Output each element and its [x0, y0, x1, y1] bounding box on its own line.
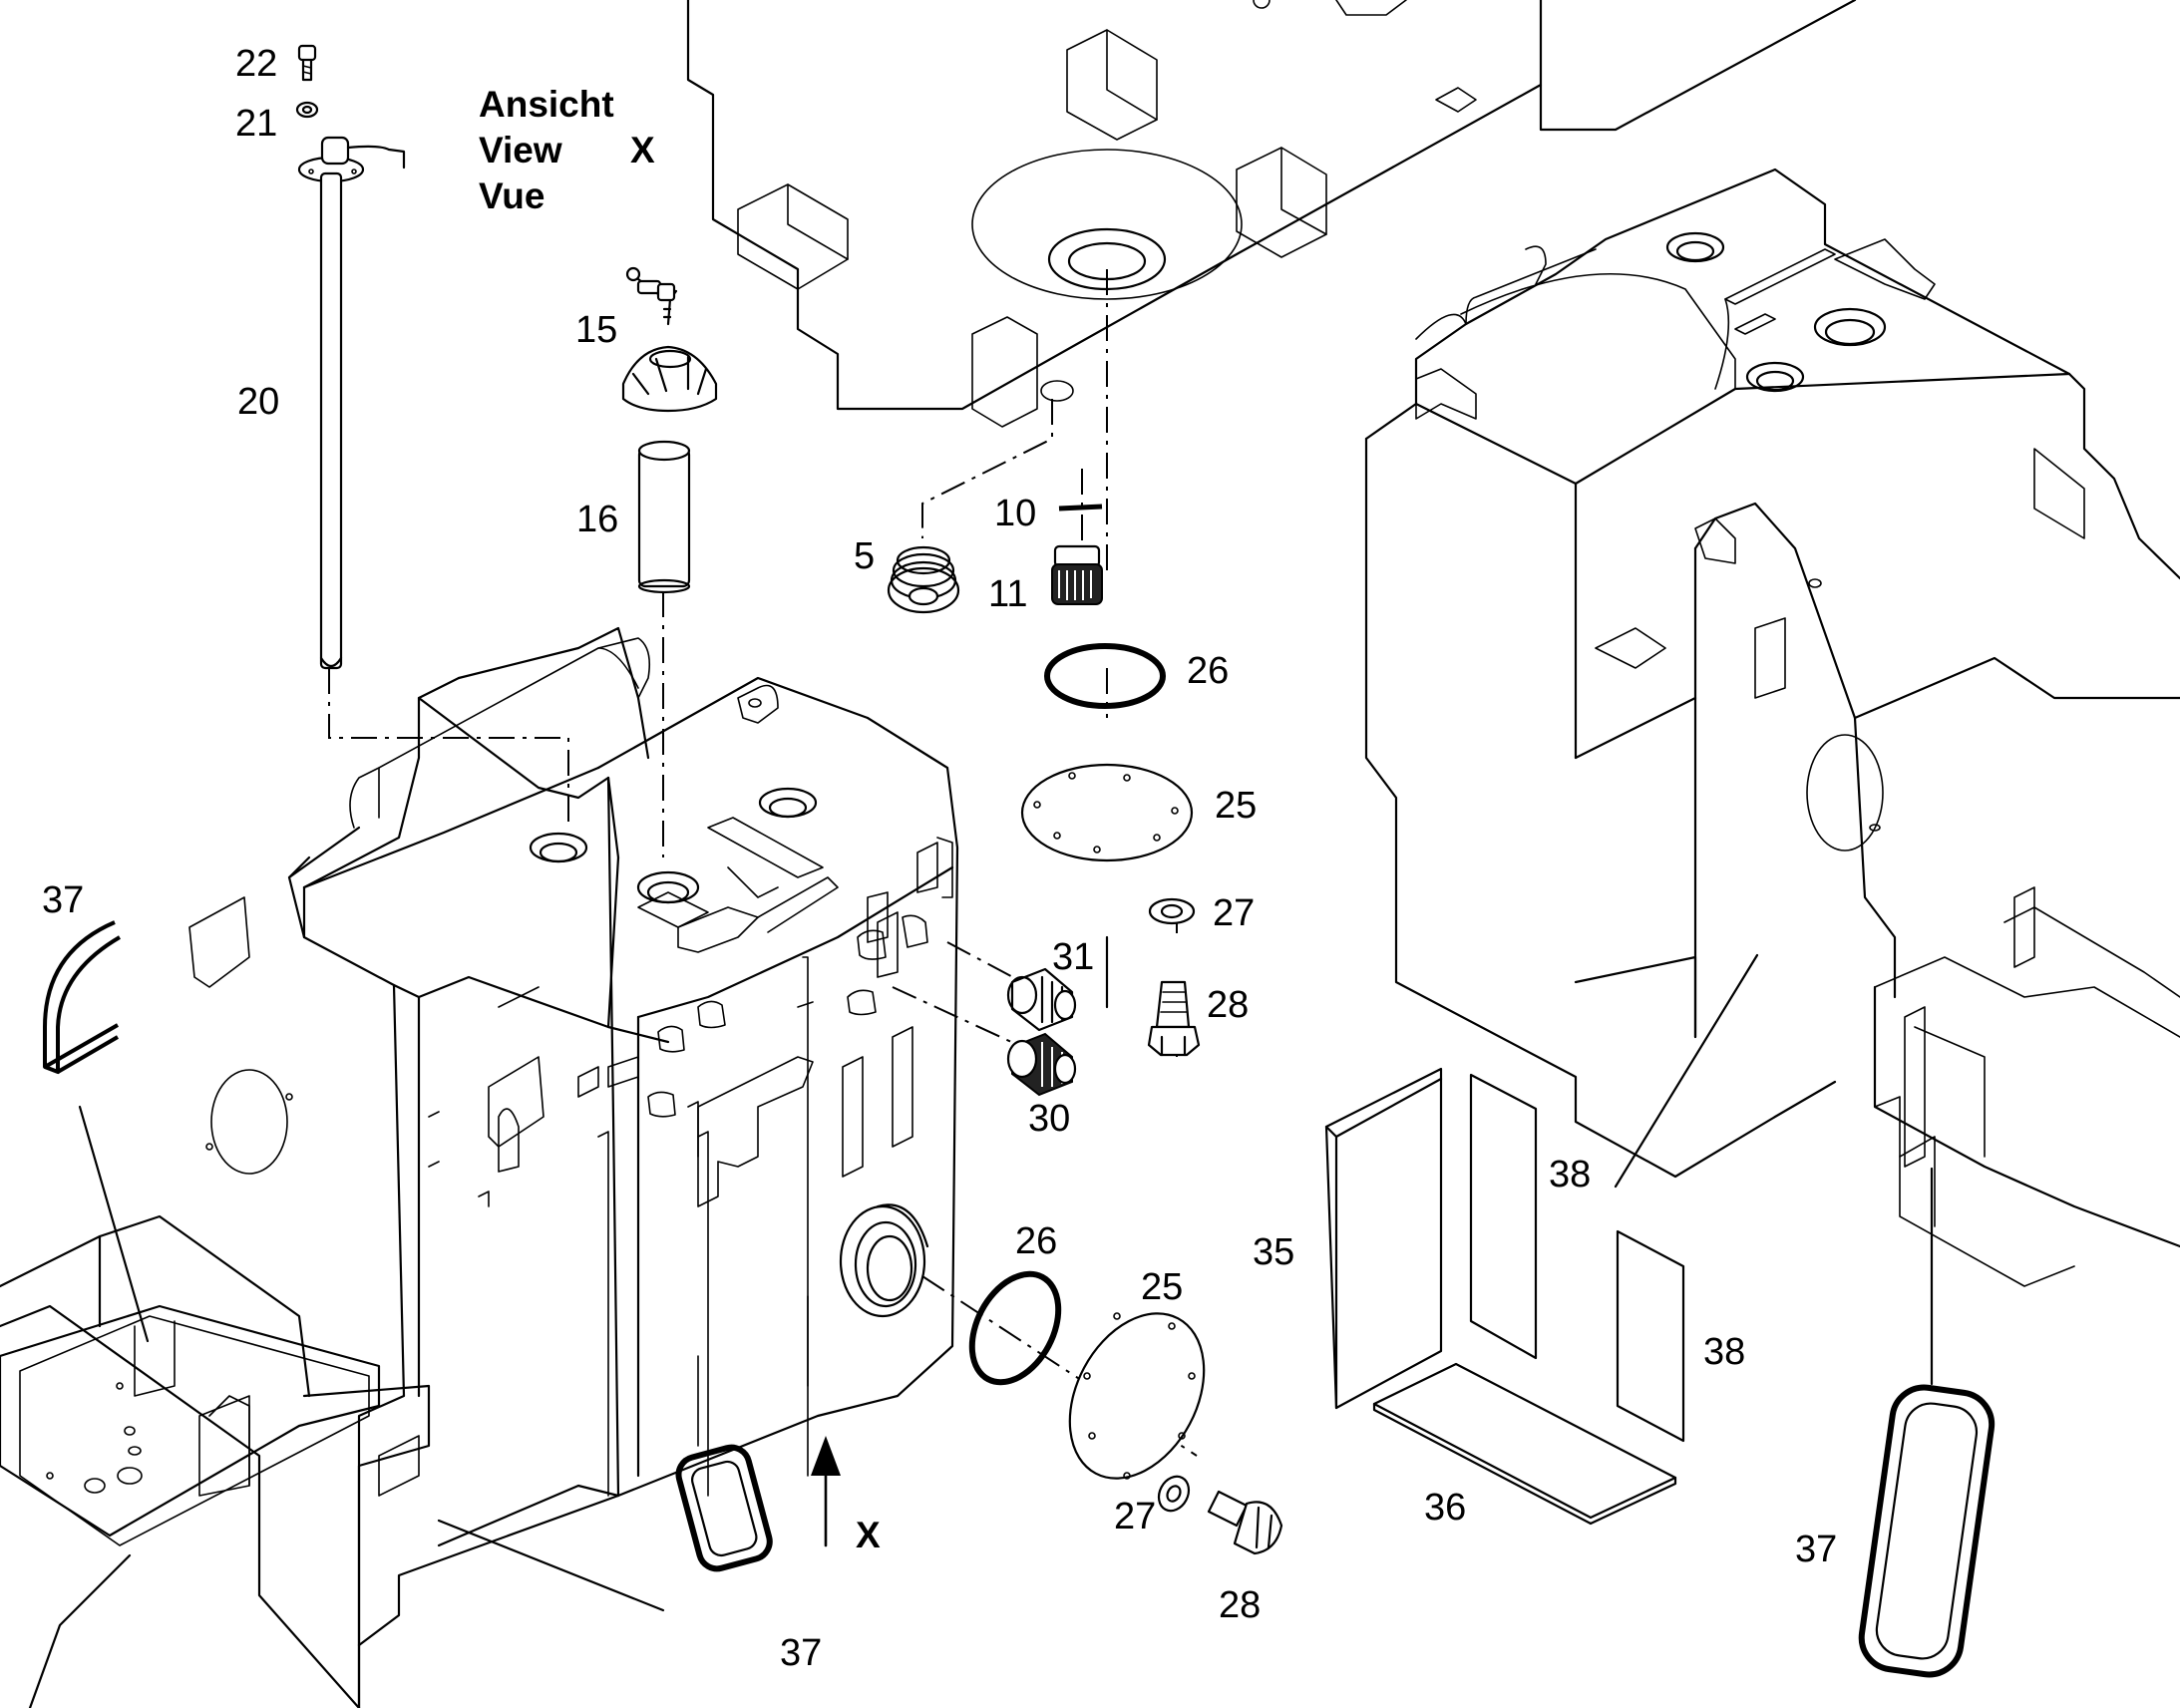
callout-22: 22 [235, 43, 277, 85]
callout-25-top: 25 [1215, 785, 1257, 827]
part-26-gasket-bottom [968, 1270, 1062, 1386]
callout-5: 5 [854, 535, 875, 577]
callout-37-right: 37 [1795, 1529, 1837, 1570]
view-note-line2: View [479, 130, 562, 171]
part-27-washer-bottom [1157, 1475, 1191, 1513]
callout-25-bottom: 25 [1141, 1266, 1183, 1308]
assembly-centerlines [328, 269, 1198, 1457]
view-x-arrow: X [811, 1436, 881, 1555]
callout-28-bottom: 28 [1219, 1584, 1261, 1626]
arrow-marker-label: X [856, 1515, 881, 1555]
callout-21: 21 [235, 103, 277, 145]
part-38-pad-upper [1469, 1073, 1538, 1360]
callout-numbers: 22 21 20 15 16 5 10 11 26 25 27 28 31 30… [42, 43, 1837, 1674]
part-26-gasket-top [1044, 643, 1166, 709]
view-note: Ansicht View Vue X [479, 84, 655, 216]
callout-26-bottom: 26 [1015, 1220, 1057, 1262]
part-28-bolt-top [1147, 980, 1201, 1057]
callout-15: 15 [575, 309, 617, 351]
part-11-breather [1051, 544, 1103, 605]
right-tank-assembly [1364, 168, 2180, 1287]
left-tank-assembly [0, 626, 959, 1708]
callout-28-top: 28 [1207, 984, 1249, 1026]
part-25-cover-bottom [1068, 1312, 1206, 1480]
callout-20: 20 [237, 381, 279, 423]
callout-11: 11 [988, 573, 1027, 615]
callout-27-top: 27 [1213, 892, 1255, 934]
callout-37-bottom: 37 [780, 1632, 822, 1674]
part-20-level-sender [297, 136, 406, 670]
part-37-seal-left [43, 920, 122, 1074]
callout-35: 35 [1253, 1231, 1294, 1273]
part-22-screw [297, 44, 317, 82]
part-37-seal-bottom [675, 1444, 773, 1572]
part-5-plug [887, 545, 960, 614]
part-30-fitting [1006, 1032, 1077, 1097]
part-36-pad [1372, 1362, 1677, 1526]
callout-26-top: 26 [1187, 650, 1229, 692]
part-15-filler-cap [621, 266, 718, 413]
callout-36: 36 [1424, 1487, 1466, 1529]
leader-lines [78, 935, 1934, 1612]
part-25-cover-top [1020, 763, 1194, 862]
part-16-filter-tube [637, 440, 691, 594]
callout-31: 31 [1052, 936, 1094, 978]
part-27-washer-top [1148, 897, 1196, 925]
upper-frame-assembly [686, 0, 1857, 428]
callout-30: 30 [1028, 1098, 1070, 1140]
view-note-line3: Vue [479, 175, 545, 216]
part-31-fitting [1006, 967, 1077, 1032]
callout-16: 16 [576, 499, 618, 540]
callout-37-left: 37 [42, 879, 84, 921]
callout-38-top: 38 [1549, 1154, 1591, 1196]
callout-10: 10 [994, 493, 1036, 534]
part-28-bolt-bottom [1207, 1490, 1283, 1555]
part-37-seal-right [1858, 1384, 1996, 1678]
part-35-pad [1324, 1067, 1443, 1410]
part-21-washer [295, 101, 319, 119]
view-note-marker: X [630, 130, 655, 171]
part-10-o-ring [1058, 504, 1103, 512]
view-note-line1: Ansicht [479, 84, 614, 125]
callout-27-bottom: 27 [1114, 1496, 1156, 1537]
part-38-pad-lower [1616, 1229, 1685, 1443]
callout-38-bottom: 38 [1703, 1331, 1745, 1373]
